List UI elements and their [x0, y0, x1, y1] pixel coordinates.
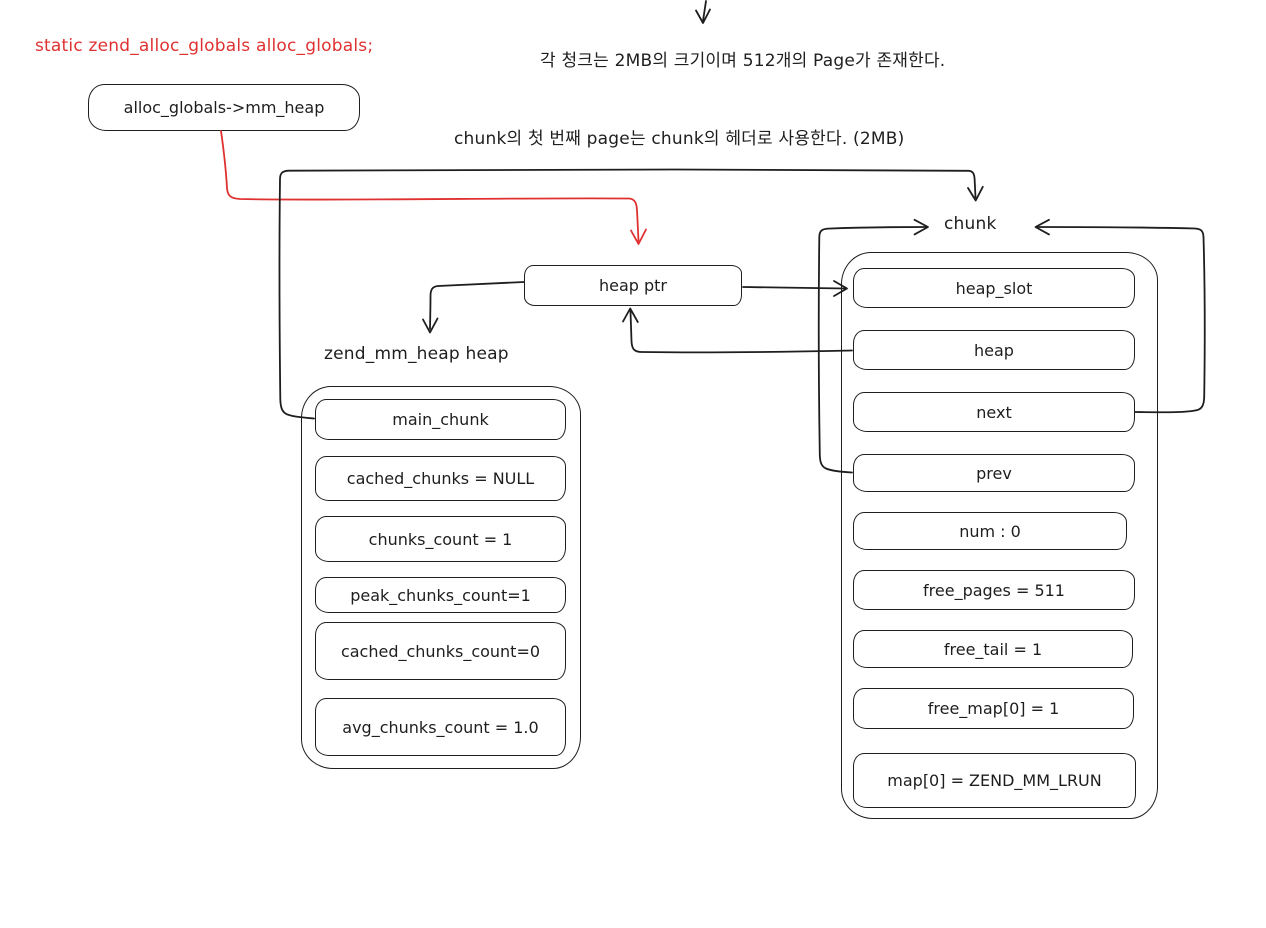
chunk-field-num: num : 0: [853, 512, 1127, 550]
field-label: heap_slot: [955, 278, 1033, 298]
field-label: avg_chunks_count = 1.0: [342, 717, 539, 737]
top-down-arrow: [695, 0, 711, 24]
chunk-title-text: chunk: [944, 214, 997, 234]
chunk-size-note-text: 각 청크는 2MB의 크기이며 512개의 Page가 존재한다.: [540, 51, 946, 71]
field-label: next: [976, 402, 1012, 422]
arrow-heap-ptr-to-heap-struct: [422, 281, 525, 334]
chunk-field-map: map[0] = ZEND_MM_LRUN: [853, 753, 1136, 808]
heap-ptr-node: heap ptr: [524, 265, 742, 306]
chunk-field-heap: heap: [853, 330, 1135, 370]
field-label: cached_chunks = NULL: [346, 469, 535, 488]
static-declaration-text: static zend_alloc_globals alloc_globals;: [35, 36, 374, 56]
alloc-globals-node: alloc_globals->mm_heap: [88, 84, 360, 131]
field-label: free_pages = 511: [923, 580, 1065, 600]
chunk-field-free-map: free_map[0] = 1: [853, 688, 1134, 729]
chunk-field-free-pages: free_pages = 511: [853, 570, 1135, 610]
chunk-struct-container: [841, 252, 1158, 819]
field-label: chunks_count = 1: [368, 529, 513, 549]
chunk-field-prev: prev: [853, 454, 1135, 492]
field-label: map[0] = ZEND_MM_LRUN: [887, 771, 1102, 790]
heap-ptr-label: heap ptr: [598, 276, 668, 295]
heap-field-chunks-count: chunks_count = 1: [315, 516, 566, 562]
field-label: cached_chunks_count=0: [340, 641, 541, 661]
arrow-heap-ptr-to-heap-slot: [742, 280, 848, 297]
chunk-field-next: next: [853, 392, 1135, 432]
heap-field-peak-chunks-count: peak_chunks_count=1: [315, 577, 566, 613]
arrow-heap-to-heap-ptr: [622, 307, 853, 354]
first-page-note-text: chunk의 첫 번째 page는 chunk의 헤더로 사용한다. (2MB): [454, 129, 905, 149]
field-label: heap: [974, 340, 1014, 360]
heap-field-avg-chunks-count: avg_chunks_count = 1.0: [315, 698, 566, 756]
field-label: free_tail = 1: [943, 639, 1043, 659]
field-label: peak_chunks_count=1: [350, 585, 531, 605]
heap-struct-title-text: zend_mm_heap heap: [324, 344, 509, 364]
field-label: prev: [976, 463, 1012, 483]
field-label: main_chunk: [392, 410, 489, 429]
chunk-field-heap-slot: heap_slot: [853, 268, 1135, 308]
heap-field-cached-chunks-count: cached_chunks_count=0: [315, 622, 566, 680]
chunk-field-free-tail: free_tail = 1: [853, 630, 1133, 668]
heap-field-main-chunk: main_chunk: [315, 399, 566, 440]
field-label: free_map[0] = 1: [927, 699, 1060, 718]
alloc-globals-label: alloc_globals->mm_heap: [123, 98, 325, 117]
heap-field-cached-chunks: cached_chunks = NULL: [315, 456, 566, 501]
field-label: num : 0: [959, 521, 1021, 541]
